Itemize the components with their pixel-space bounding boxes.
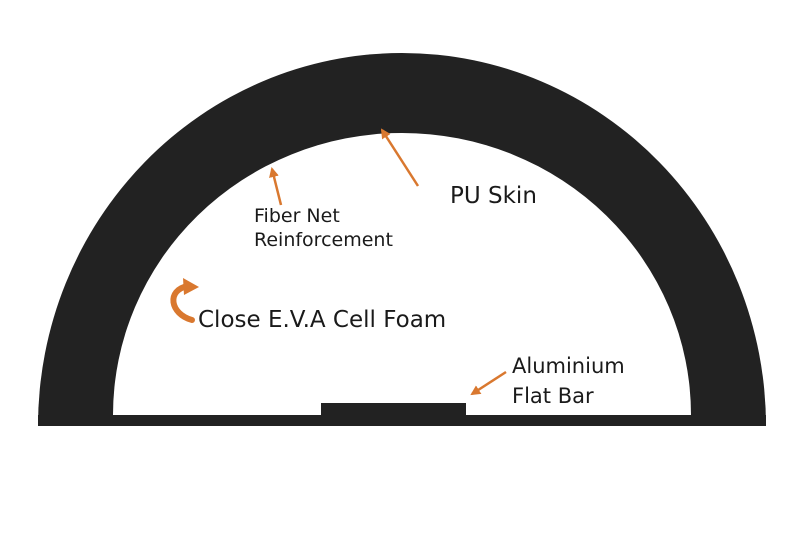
aluminium-label-line2: Flat Bar [512, 384, 594, 408]
fiber-net-label-line1: Fiber Net [254, 205, 340, 227]
fiber-net-arrow [269, 167, 283, 206]
fiber-net-label-line2: Reinforcement [254, 229, 393, 251]
aluminium-flat-bar [321, 403, 466, 417]
foam-curved-arrow [170, 283, 195, 323]
pu-skin-label: PU Skin [450, 183, 537, 209]
pu-skin-arrow [380, 128, 420, 187]
base-strip [38, 415, 766, 426]
foam-core [113, 133, 691, 415]
aluminium-label-line1: Aluminium [512, 354, 625, 378]
aluminium-arrow [470, 370, 507, 396]
foam-curved-arrow-head [183, 278, 199, 295]
foam-label: Close E.V.A Cell Foam [198, 307, 447, 333]
